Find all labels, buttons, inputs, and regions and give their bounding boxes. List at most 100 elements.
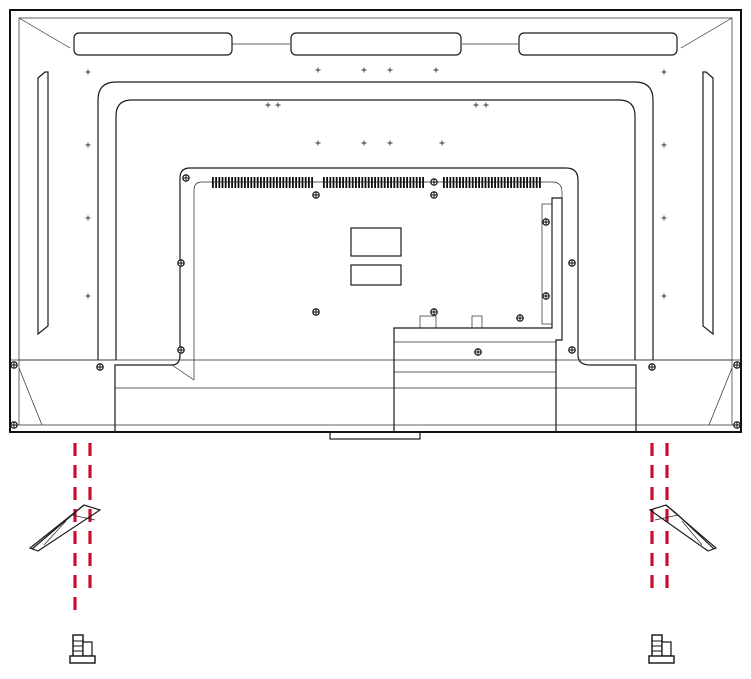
plus-mark (85, 215, 91, 221)
vent-slot (390, 177, 392, 188)
vent-slot (465, 177, 468, 188)
stand-leg-detail (43, 514, 96, 546)
stand-leg-detail (654, 514, 703, 546)
vent-slot (387, 177, 389, 188)
vent-slot (244, 177, 246, 188)
bottom-bevel (18, 367, 43, 426)
vent-slot (532, 177, 535, 188)
vent-slot (237, 177, 240, 188)
vent-slot (282, 177, 285, 188)
rear-housing (114, 167, 637, 432)
screw-hole (568, 259, 576, 267)
tv-inner-frame (18, 17, 733, 361)
vent-slot (234, 177, 237, 188)
plus-mark (85, 293, 91, 299)
plus-mark (361, 67, 367, 73)
screw-hole (182, 174, 190, 182)
tv-outer-frame (9, 9, 742, 433)
vent-slot (459, 177, 461, 188)
vent-slot (535, 177, 538, 188)
screw-hole (96, 363, 104, 371)
corner-line (18, 17, 71, 49)
vent-slot (399, 177, 402, 188)
vent-slot (396, 177, 399, 188)
plus-mark (387, 67, 393, 73)
vent-slot (311, 177, 313, 188)
plus-mark (275, 102, 281, 108)
vent-slot (526, 177, 528, 188)
corner-line (680, 17, 733, 49)
vent-slot (256, 177, 259, 188)
vent-slot (415, 177, 418, 188)
vent-slot (412, 177, 415, 188)
screw-hole (312, 308, 320, 316)
vent-slot (212, 177, 214, 188)
screw-hole (648, 363, 656, 371)
vent-slot (497, 177, 500, 188)
vent-slot (507, 177, 509, 188)
screw-hole (10, 361, 18, 369)
vent-slot (276, 177, 278, 188)
side-slot-right (702, 71, 714, 336)
screw-hole (516, 314, 524, 322)
vent-slot (523, 177, 525, 188)
screw-icon (69, 634, 96, 664)
vent-slot (218, 177, 221, 188)
vent-slot (250, 177, 253, 188)
vent-slot (253, 177, 256, 188)
screw-hole (542, 218, 550, 226)
vent-slot (308, 177, 310, 188)
vent-slot (288, 177, 291, 188)
vent-slot (301, 177, 304, 188)
plus-mark (661, 215, 667, 221)
vent-slot (295, 177, 297, 188)
vent-slot (285, 177, 288, 188)
vent-slot (462, 177, 464, 188)
screw-hole (474, 348, 482, 356)
vent-slot (351, 177, 354, 188)
vent-slot (487, 177, 490, 188)
screw-hole (430, 308, 438, 316)
vent-slot (484, 177, 487, 188)
vent-slot (335, 177, 338, 188)
vent-slot (298, 177, 301, 188)
vent-slot (539, 177, 541, 188)
top-slot-right (518, 32, 678, 56)
screw-hole (733, 421, 741, 429)
vent-slot (355, 177, 357, 188)
plus-mark (661, 69, 667, 75)
plus-mark (361, 140, 367, 146)
screw-hole (542, 292, 550, 300)
vent-slot (503, 177, 506, 188)
plus-mark (85, 69, 91, 75)
vent-slot (475, 177, 477, 188)
vent-slot (383, 177, 386, 188)
vent-slot (443, 177, 445, 188)
vent-slot (406, 177, 408, 188)
vent-slot (393, 177, 396, 188)
vent-slot (304, 177, 307, 188)
stand-leg-icon (28, 504, 102, 552)
vent-slot (247, 177, 249, 188)
raised-section-inner (115, 99, 636, 360)
screw-icon (648, 634, 675, 664)
vent-slot (419, 177, 421, 188)
stand-leg-right (648, 504, 718, 552)
screw-hole (430, 191, 438, 199)
top-slot-center (290, 32, 462, 56)
bottom-center-tab (329, 431, 421, 440)
vent-slot (266, 177, 269, 188)
vent-slot (455, 177, 458, 188)
plus-mark (661, 142, 667, 148)
screw-hole (177, 346, 185, 354)
screw-hole (312, 191, 320, 199)
guide-lines (73, 443, 669, 618)
vent-slot (481, 177, 484, 188)
vent-slot (326, 177, 328, 188)
plus-mark (85, 142, 91, 148)
label-box-lower (350, 264, 402, 286)
plus-mark (265, 102, 271, 108)
vent-slot (292, 177, 294, 188)
